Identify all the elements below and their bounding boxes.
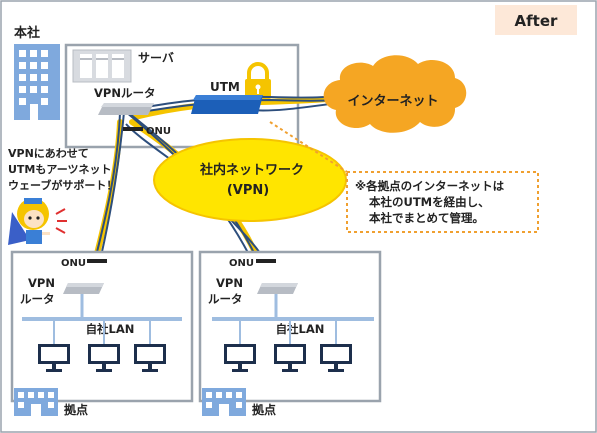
branch-2-vpn-router-icon: [257, 283, 298, 294]
branch-1-lan-label: 自社LAN: [86, 322, 135, 336]
support-line-3: ウェーブがサポート！: [8, 178, 117, 192]
vpn-network-label-2: (VPN): [227, 183, 269, 198]
after-badge-label: After: [515, 12, 558, 30]
support-line-1: VPNにあわせて: [8, 147, 89, 160]
branch-1-building-icon: [14, 388, 58, 416]
note-line-1: ※各拠点のインターネットは: [355, 179, 505, 193]
vpn-network-ellipse: [153, 138, 347, 222]
branch-2-building-icon: [202, 388, 246, 416]
branch-2-router-label-2: ルータ: [208, 292, 243, 306]
vpn-network-label-1: 社内ネットワーク: [199, 162, 304, 178]
branch-1-onu-icon: [87, 259, 107, 263]
internet-cloud: [323, 55, 467, 133]
branch-1-vpn-router-icon: [63, 283, 104, 294]
lock-icon: [245, 62, 271, 99]
branch-2-onu-label: ONU: [229, 258, 254, 269]
note-box: [346, 171, 539, 233]
mascot-character-icon: [8, 198, 67, 245]
hq-building-icon: [14, 44, 60, 120]
hq-onu-label: ONU: [146, 126, 171, 137]
hq-onu-icon: [123, 127, 143, 131]
branch-2-lan-label: 自社LAN: [276, 322, 325, 336]
branch-2-pc-icon: [274, 344, 306, 372]
branch-1-lan-bar: [22, 317, 182, 321]
branch-2-pc-icon: [224, 344, 256, 372]
server-label: サーバ: [138, 51, 174, 65]
branch-1-site-label: 拠点: [64, 402, 88, 417]
branch-1-router-label-1: VPN: [28, 276, 55, 290]
server-icon: [72, 49, 132, 83]
note-line-3: 本社でまとめて管理。: [369, 211, 484, 225]
branch-1-pc-icon: [88, 344, 120, 372]
support-line-2: UTMもアーツネット: [8, 163, 112, 176]
branch-2-onu-icon: [256, 259, 276, 263]
utm-device: [191, 95, 263, 114]
branch-1-pc-icon: [38, 344, 70, 372]
hq-label: 本社: [14, 25, 40, 41]
branch-1: ONU VPN ルータ 自社LAN: [10, 250, 194, 417]
after-badge: [495, 5, 577, 35]
branch-1-box: [10, 250, 194, 403]
utm-label: UTM: [210, 80, 240, 94]
branch-2-lan-bar: [212, 317, 374, 321]
hq-vpn-router-icon: [98, 103, 154, 115]
note-line-2: 本社のUTMを経由し、: [369, 195, 490, 209]
branch-2-router-label-1: VPN: [216, 276, 243, 290]
branch-1-router-label-2: ルータ: [20, 292, 55, 306]
branch-2-pc-icon: [320, 344, 352, 372]
internet-label: インターネット: [347, 94, 438, 109]
branch-1-pc-icon: [134, 344, 166, 372]
branch-2: ONU VPN ルータ 自社LAN: [198, 250, 382, 417]
hq-vpn-router-label: VPNルータ: [94, 86, 155, 100]
branch-1-onu-label: ONU: [61, 258, 86, 269]
branch-2-site-label: 拠点: [252, 402, 276, 417]
